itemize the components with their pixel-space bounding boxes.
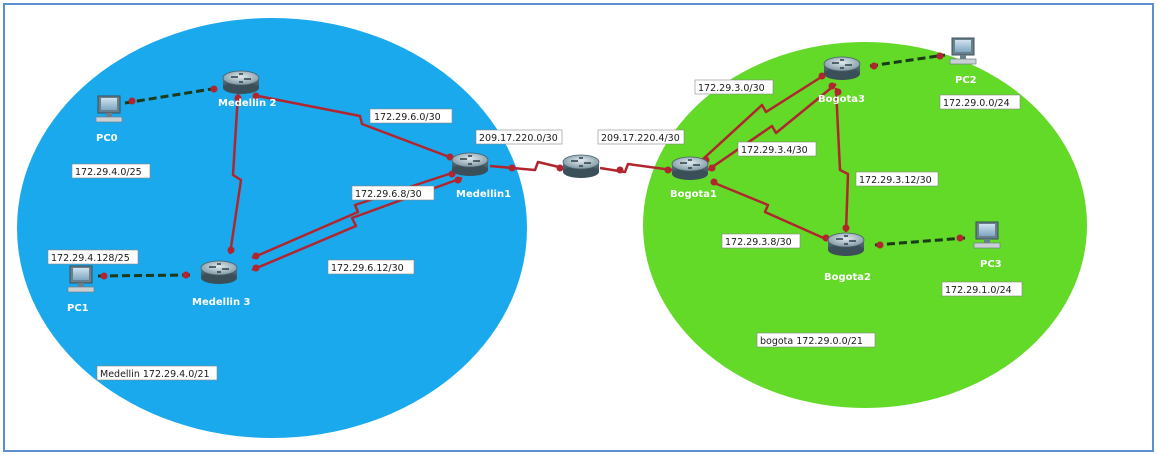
bogota2-label: Bogota2 [824, 272, 871, 283]
bogota-region [643, 42, 1087, 408]
svg-text:209.17.220.4/30: 209.17.220.4/30 [601, 133, 680, 144]
router-bogota1[interactable] [671, 156, 709, 180]
net-label-bog1-bog3-a: 172.29.3.0/30 [694, 79, 774, 95]
medellin2-label: Medellin 2 [218, 98, 277, 109]
net-label-med2-med1: 172.29.6.0/30 [369, 108, 453, 124]
bogota3-label: Bogota3 [818, 94, 865, 105]
pc3-icon[interactable] [973, 221, 1001, 249]
svg-text:172.29.1.0/24: 172.29.1.0/24 [945, 285, 1012, 296]
link-isp-bogota1 [599, 162, 673, 174]
net-label-pc2-lan: 172.29.0.0/24 [939, 94, 1021, 110]
router-isp[interactable] [562, 154, 600, 178]
link-bogota2-pc3 [874, 236, 966, 247]
svg-text:Medellin 172.29.4.0/21: Medellin 172.29.4.0/21 [100, 369, 210, 380]
net-label-med1-med3-a: 172.29.6.8/30 [351, 185, 435, 201]
net-label-med1-med3-b: 172.29.6.12/30 [327, 259, 415, 275]
link-medellin2-medellin3 [228, 93, 243, 255]
svg-text:172.29.3.4/30: 172.29.3.4/30 [741, 145, 808, 156]
medellin1-label: Medellin1 [456, 189, 511, 200]
bogota1-label: Bogota1 [670, 189, 717, 200]
router-bogota2[interactable] [827, 232, 865, 256]
router-medellin2[interactable] [222, 70, 260, 94]
svg-text:172.29.3.12/30: 172.29.3.12/30 [859, 175, 932, 186]
svg-text:172.29.6.8/30: 172.29.6.8/30 [355, 189, 422, 200]
bogota-region-label: bogota 172.29.0.0/21 [756, 332, 876, 348]
pc1-icon[interactable] [67, 265, 95, 293]
svg-text:172.29.4.0/25: 172.29.4.0/25 [75, 167, 142, 178]
net-label-bog3-bog2: 172.29.3.12/30 [855, 171, 939, 187]
pc2-icon[interactable] [949, 37, 977, 65]
net-label-med1-isp: 209.17.220.0/30 [475, 129, 563, 145]
net-label-bog1-bog2: 172.29.3.8/30 [721, 233, 801, 249]
link-medellin2-medellin1 [257, 94, 453, 160]
svg-text:bogota 172.29.0.0/21: bogota 172.29.0.0/21 [760, 336, 863, 347]
medellin-region [17, 18, 527, 438]
link-bogota3-bogota2 [834, 87, 850, 233]
medellin3-label: Medellin 3 [192, 297, 251, 308]
net-label-pc3-lan: 172.29.1.0/24 [941, 281, 1023, 297]
svg-text:172.29.6.12/30: 172.29.6.12/30 [331, 263, 404, 274]
pc0-icon[interactable] [95, 95, 123, 123]
link-bogota3-pc2 [869, 53, 946, 68]
link-bogota1-bogota3-a [701, 72, 827, 161]
link-pc0-medellin2 [124, 86, 219, 105]
medellin-region-label: Medellin 172.29.4.0/21 [96, 365, 218, 381]
router-medellin1[interactable] [451, 152, 489, 176]
link-bogota1-bogota2 [711, 180, 829, 242]
net-label-isp-bog1: 209.17.220.4/30 [597, 129, 685, 145]
pc3-label: PC3 [980, 259, 1002, 270]
svg-text:172.29.3.0/30: 172.29.3.0/30 [698, 83, 765, 94]
net-label-bog1-bog3-b: 172.29.3.4/30 [737, 141, 817, 157]
net-label-pc0-lan: 172.29.4.0/25 [71, 163, 151, 179]
isp-label: ISP [574, 189, 592, 200]
svg-text:172.29.4.128/25: 172.29.4.128/25 [51, 253, 130, 264]
pc0-label: PC0 [96, 133, 118, 144]
pc2-label: PC2 [955, 75, 977, 86]
pc1-label: PC1 [67, 303, 89, 314]
svg-text:172.29.0.0/24: 172.29.0.0/24 [943, 98, 1010, 109]
link-pc1-medellin3 [97, 273, 191, 278]
svg-text:209.17.220.0/30: 209.17.220.0/30 [479, 133, 558, 144]
svg-text:172.29.6.0/30: 172.29.6.0/30 [374, 112, 441, 123]
net-label-pc1-lan: 172.29.4.128/25 [47, 249, 139, 265]
router-bogota3[interactable] [823, 56, 861, 80]
router-medellin3[interactable] [200, 260, 238, 284]
svg-text:172.29.3.8/30: 172.29.3.8/30 [725, 237, 792, 248]
